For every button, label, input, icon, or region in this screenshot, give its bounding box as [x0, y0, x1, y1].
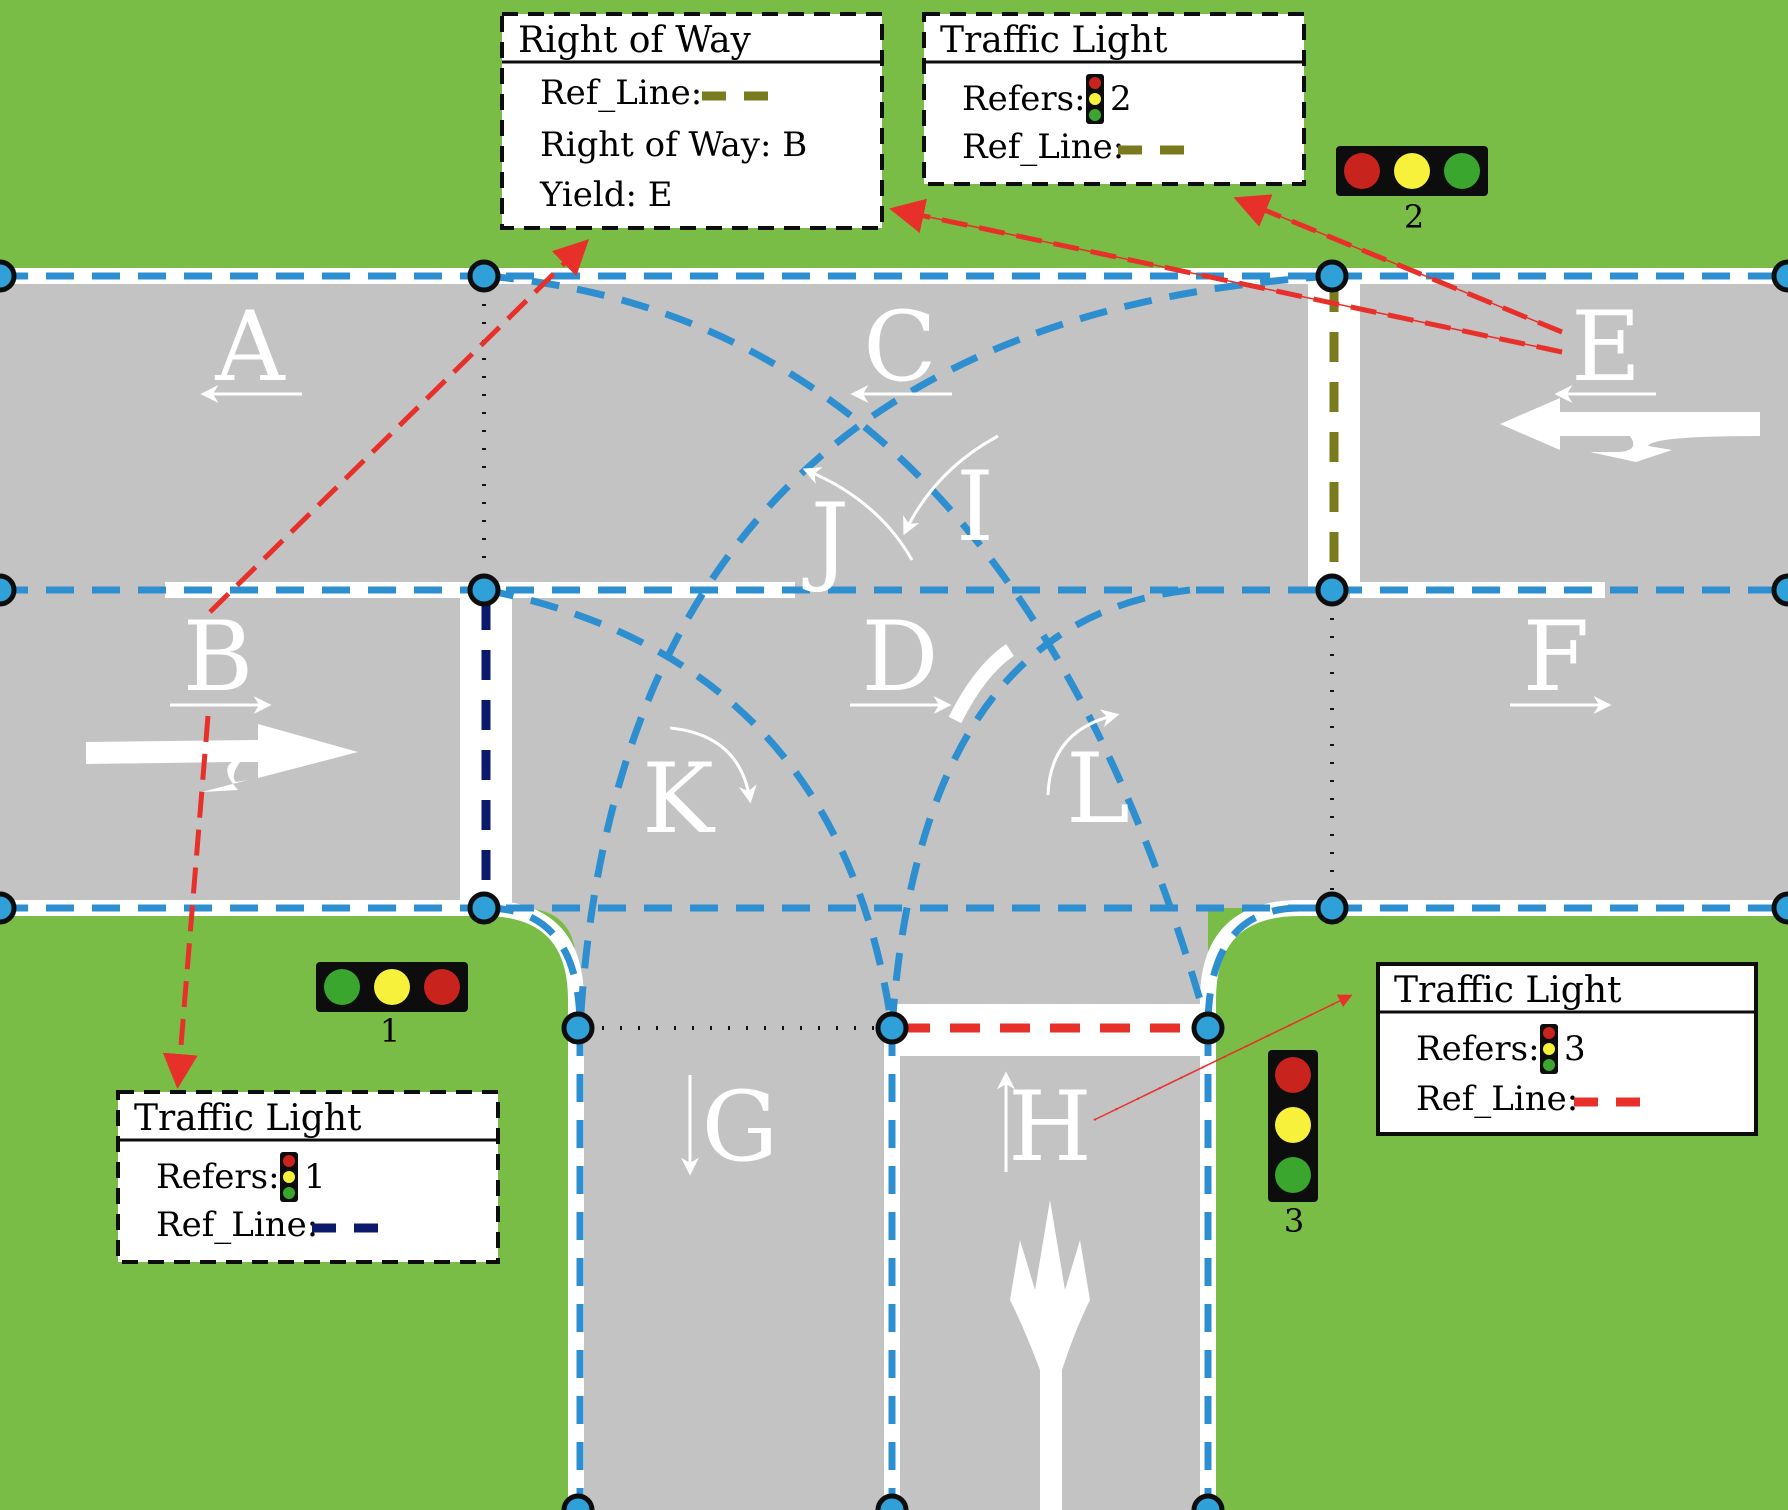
- lane-label-k: K: [642, 743, 716, 855]
- right-of-way-ref-line: Ref_Line:: [540, 73, 702, 113]
- green-light-icon: [324, 969, 360, 1005]
- tl-box-right-refers-num: 3: [1564, 1029, 1586, 1069]
- road-arrow-north: [1010, 1200, 1090, 1510]
- tl-box-left-refers: Refers:: [156, 1157, 280, 1197]
- tl-box-left-refers-num: 1: [304, 1157, 326, 1197]
- traffic-light-2[interactable]: [1336, 146, 1488, 196]
- lane-label-b: B: [183, 601, 254, 713]
- lane-label-c: C: [863, 291, 936, 403]
- tl-box-left-title: Traffic Light: [134, 1098, 362, 1139]
- traffic-light-box-left[interactable]: Traffic Light Refers: 1 Ref_Line:: [116, 1090, 500, 1264]
- lane-label-l: L: [1066, 733, 1130, 845]
- lane-label-e: E: [1571, 291, 1641, 403]
- tl-box-top-title: Traffic Light: [940, 20, 1168, 61]
- traffic-light-1[interactable]: [316, 962, 468, 1012]
- mini-traffic-light-icon: [1086, 74, 1104, 124]
- mini-traffic-light-icon: [1540, 1024, 1558, 1074]
- lane-label-a: A: [214, 291, 286, 403]
- traffic-light-box-top[interactable]: Traffic Light Refers: 2 Ref_Line:: [922, 12, 1306, 186]
- traffic-light-1-label: 1: [380, 1012, 400, 1050]
- yellow-light-icon: [374, 969, 410, 1005]
- tl-box-top-refers-num: 2: [1110, 79, 1132, 119]
- road-arrow-west: [1500, 398, 1760, 462]
- lane-label-g: G: [702, 1071, 779, 1183]
- relation-arrows: [162, 194, 1563, 1121]
- green-light-icon: [1275, 1157, 1311, 1193]
- tl-box-right-title: Traffic Light: [1394, 970, 1622, 1011]
- lane-label-d: D: [862, 601, 939, 713]
- traffic-light-3[interactable]: [1268, 1050, 1318, 1202]
- curve-highlight: [948, 644, 1015, 724]
- yellow-light-icon: [1275, 1107, 1311, 1143]
- lane-boundaries: [0, 272, 1788, 1510]
- mini-traffic-light-icon: [280, 1152, 298, 1202]
- tl-box-right-refers: Refers:: [1416, 1029, 1540, 1069]
- road-arrow-east: [86, 724, 358, 792]
- red-light-icon: [424, 969, 460, 1005]
- yield-row: Yield: E: [539, 175, 673, 215]
- red-light-icon: [1344, 153, 1380, 189]
- traffic-light-3-label: 3: [1284, 1202, 1304, 1240]
- traffic-light-box-right[interactable]: Traffic Light Refers: 3 Ref_Line:: [1376, 962, 1758, 1136]
- tl-box-top-refers: Refers:: [962, 79, 1086, 119]
- traffic-light-2-label: 2: [1404, 198, 1424, 236]
- yellow-light-icon: [1394, 153, 1430, 189]
- tl-box-top-ref-line: Ref_Line:: [962, 127, 1124, 167]
- lane-label-f: F: [1523, 601, 1590, 713]
- tl-box-right-ref-line: Ref_Line:: [1416, 1079, 1578, 1119]
- lane-label-i: I: [956, 451, 994, 563]
- lane-label-h: H: [1008, 1071, 1092, 1183]
- right-of-way-row: Right of Way: B: [540, 125, 807, 165]
- lane-nodes: [0, 259, 1788, 1510]
- right-of-way-title: Right of Way: [518, 20, 752, 61]
- right-of-way-box[interactable]: Right of Way Ref_Line: Right of Way: B Y…: [500, 12, 884, 230]
- tl-box-left-ref-line: Ref_Line:: [156, 1205, 318, 1245]
- red-light-icon: [1275, 1057, 1311, 1093]
- lane-direction-arrows: [170, 385, 1656, 1176]
- green-light-icon: [1444, 153, 1480, 189]
